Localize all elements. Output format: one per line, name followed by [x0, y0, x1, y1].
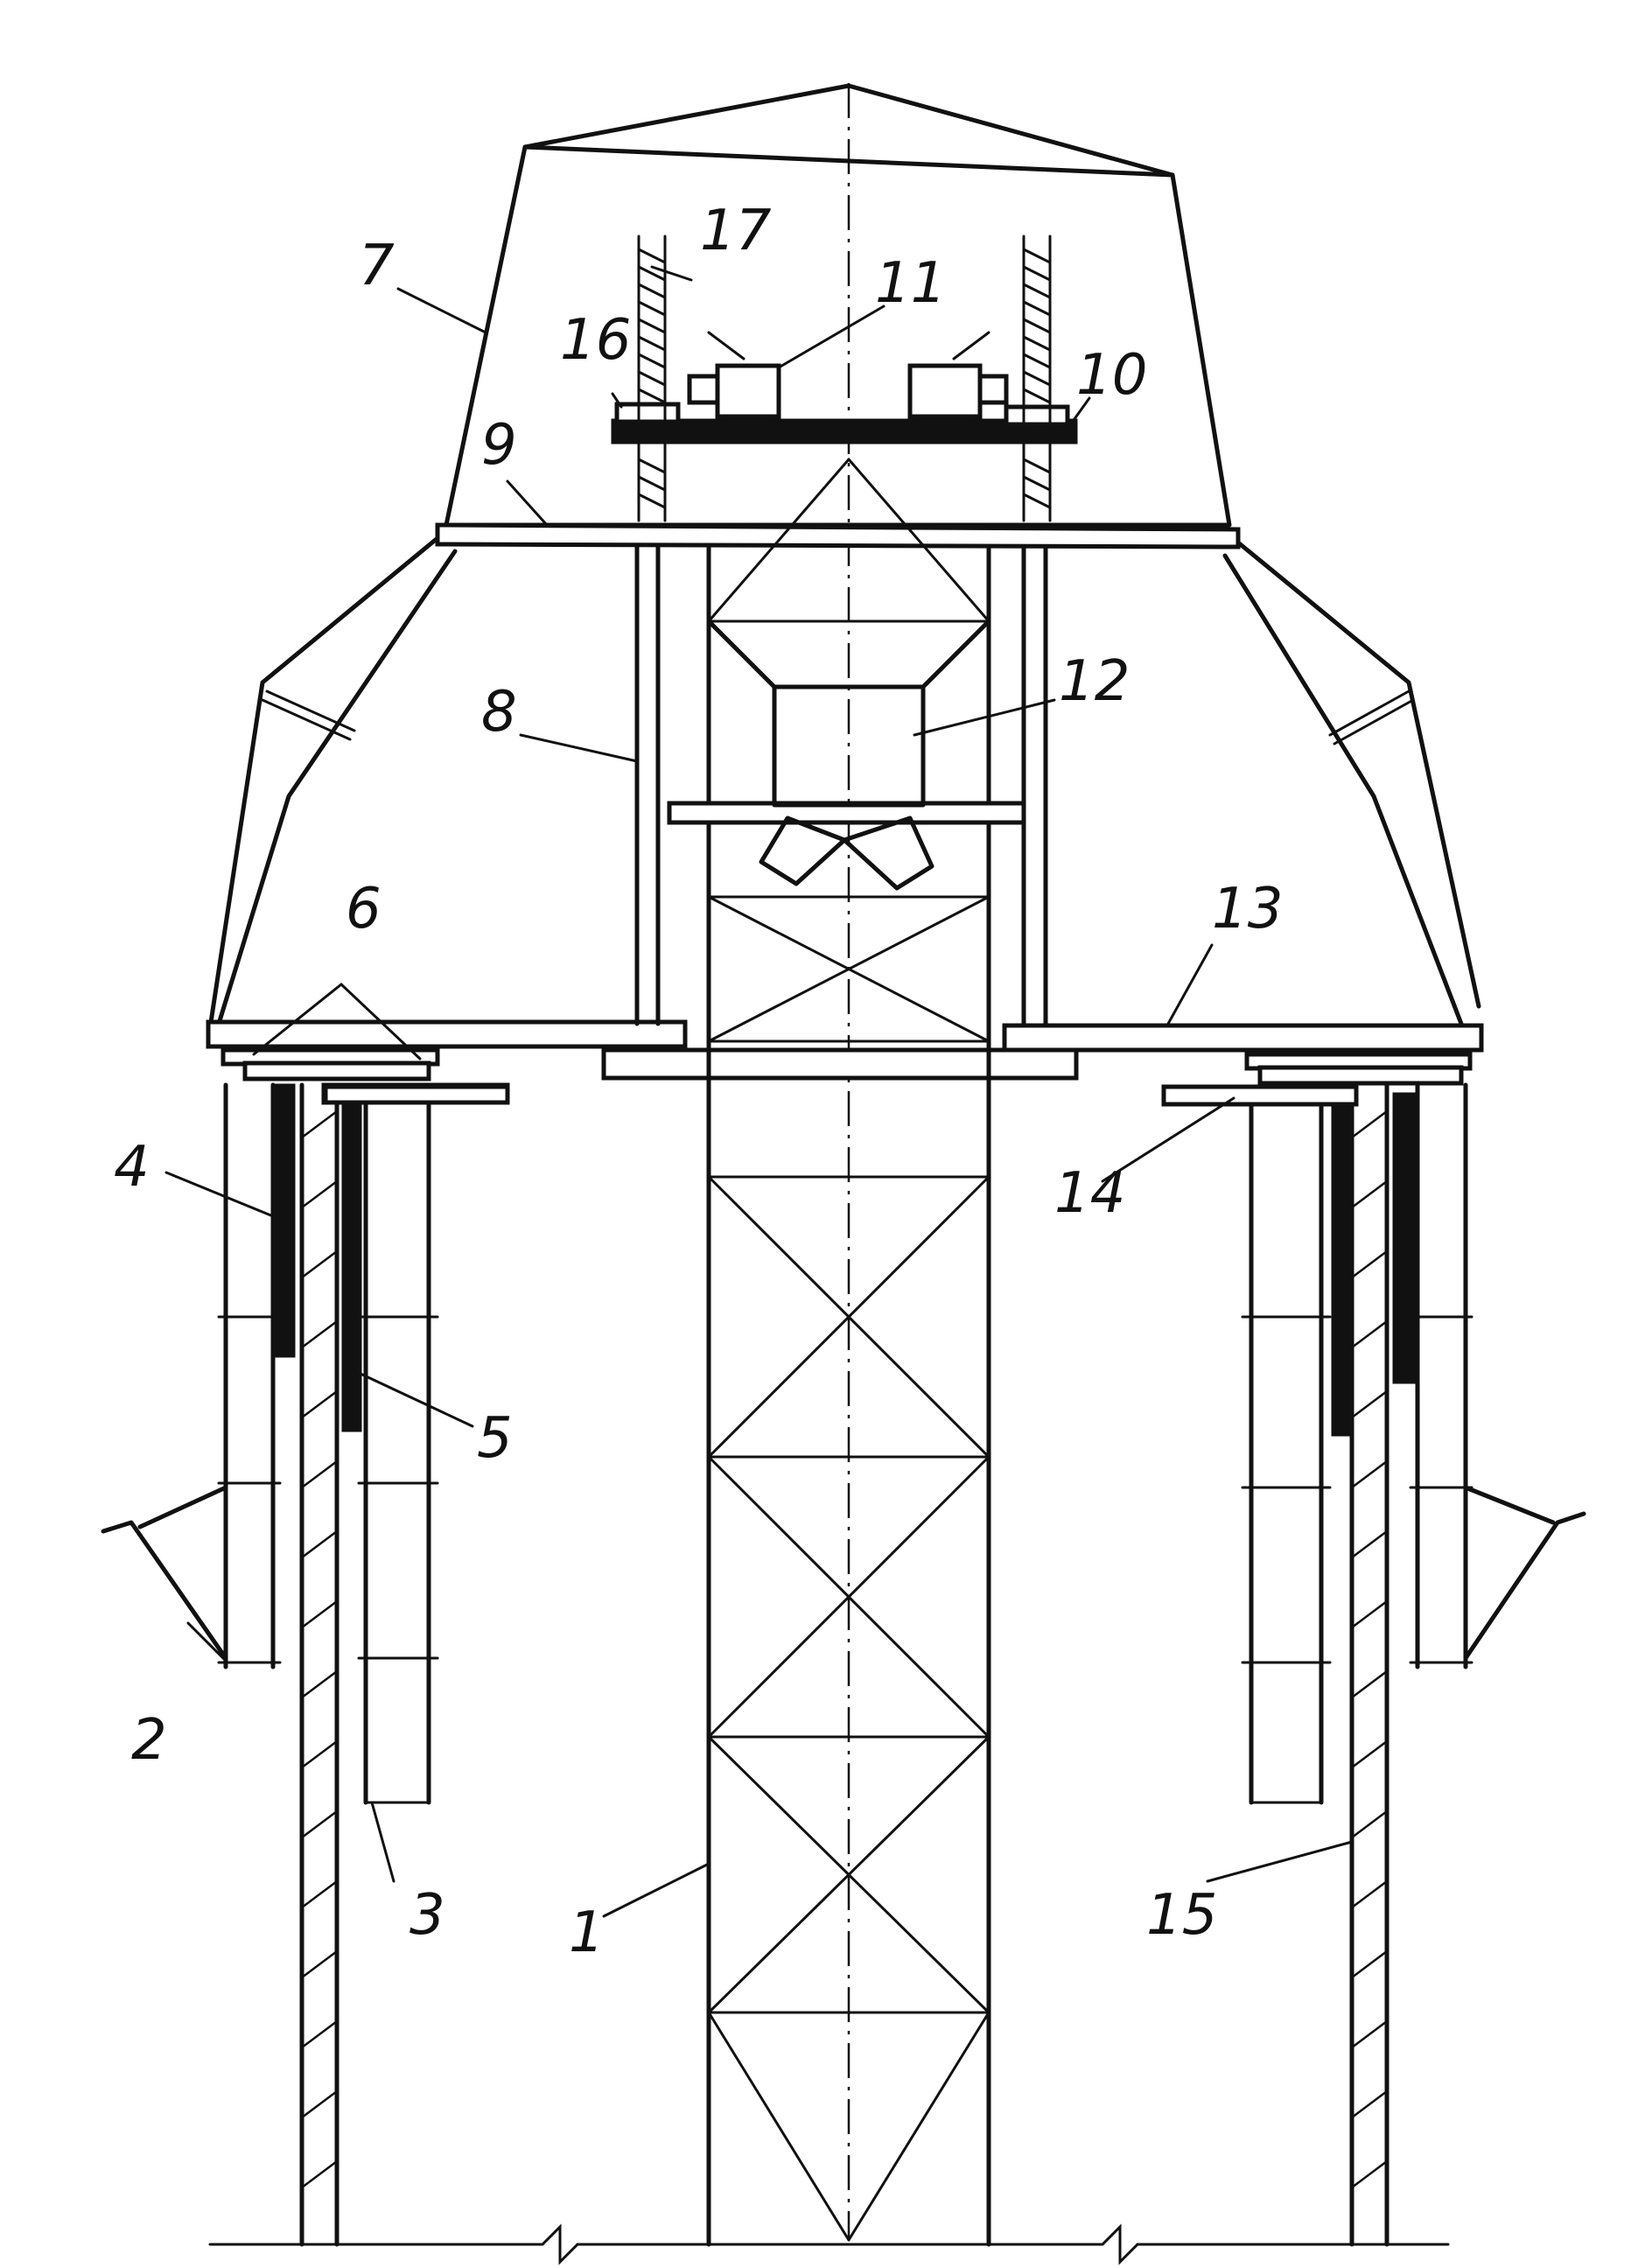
lower-hood-right	[1222, 540, 1481, 1026]
callout-7: 7	[359, 234, 395, 298]
bearing-pad-left	[614, 402, 681, 424]
platform-right	[1002, 1023, 1484, 1053]
screw-jack-left	[637, 234, 667, 522]
callout-2: 2	[131, 1708, 167, 1773]
scaffold-right-outer	[1409, 1082, 1586, 1670]
top-frame-beam	[611, 418, 1078, 444]
callout-9: 9	[481, 413, 517, 478]
frame-column-left	[634, 544, 661, 1026]
callout-4: 4	[114, 1135, 150, 1200]
callout-13: 13	[1212, 877, 1283, 942]
formwork-shield-inner-right	[1331, 1101, 1354, 1437]
ring-beam	[435, 522, 1241, 550]
callout-12: 12	[1059, 649, 1130, 714]
frame-column-right	[1021, 544, 1048, 1026]
callout-1: 1	[569, 1900, 605, 1965]
leader-lines	[164, 265, 1354, 1918]
upper-hood	[444, 144, 1232, 528]
concrete-wall-left	[299, 1082, 340, 2247]
scaffold-left-outer	[101, 1082, 282, 1670]
bearing-pad-right	[1004, 404, 1070, 427]
callout-16: 16	[560, 308, 631, 373]
drive-motor-right	[907, 331, 1009, 426]
formwork-shield-outer-right	[1392, 1092, 1417, 1384]
callout-10: 10	[1076, 343, 1147, 408]
lattice-tower	[706, 458, 991, 2247]
concrete-wall-right	[1349, 1082, 1390, 2247]
screw-jack-right	[1022, 234, 1052, 522]
ground-line	[208, 2223, 1450, 2265]
roof-cap	[522, 83, 1175, 178]
formwork-shield-inner-left	[341, 1101, 362, 1432]
callout-15: 15	[1146, 1883, 1217, 1948]
lower-hood-left	[207, 536, 458, 1031]
callout-3: 3	[410, 1883, 445, 1948]
callout-14: 14	[1054, 1161, 1125, 1226]
callout-8: 8	[481, 680, 517, 745]
callout-6: 6	[346, 877, 382, 942]
scaffold-right-inner	[1161, 1084, 1359, 1805]
center-plate	[601, 1047, 1079, 1081]
hopper	[706, 619, 991, 891]
callout-17: 17	[700, 199, 772, 263]
callout-11: 11	[875, 251, 946, 316]
drive-motor-left	[687, 331, 781, 426]
callout-5: 5	[477, 1406, 513, 1471]
scaffold-left-inner	[323, 1084, 510, 1805]
